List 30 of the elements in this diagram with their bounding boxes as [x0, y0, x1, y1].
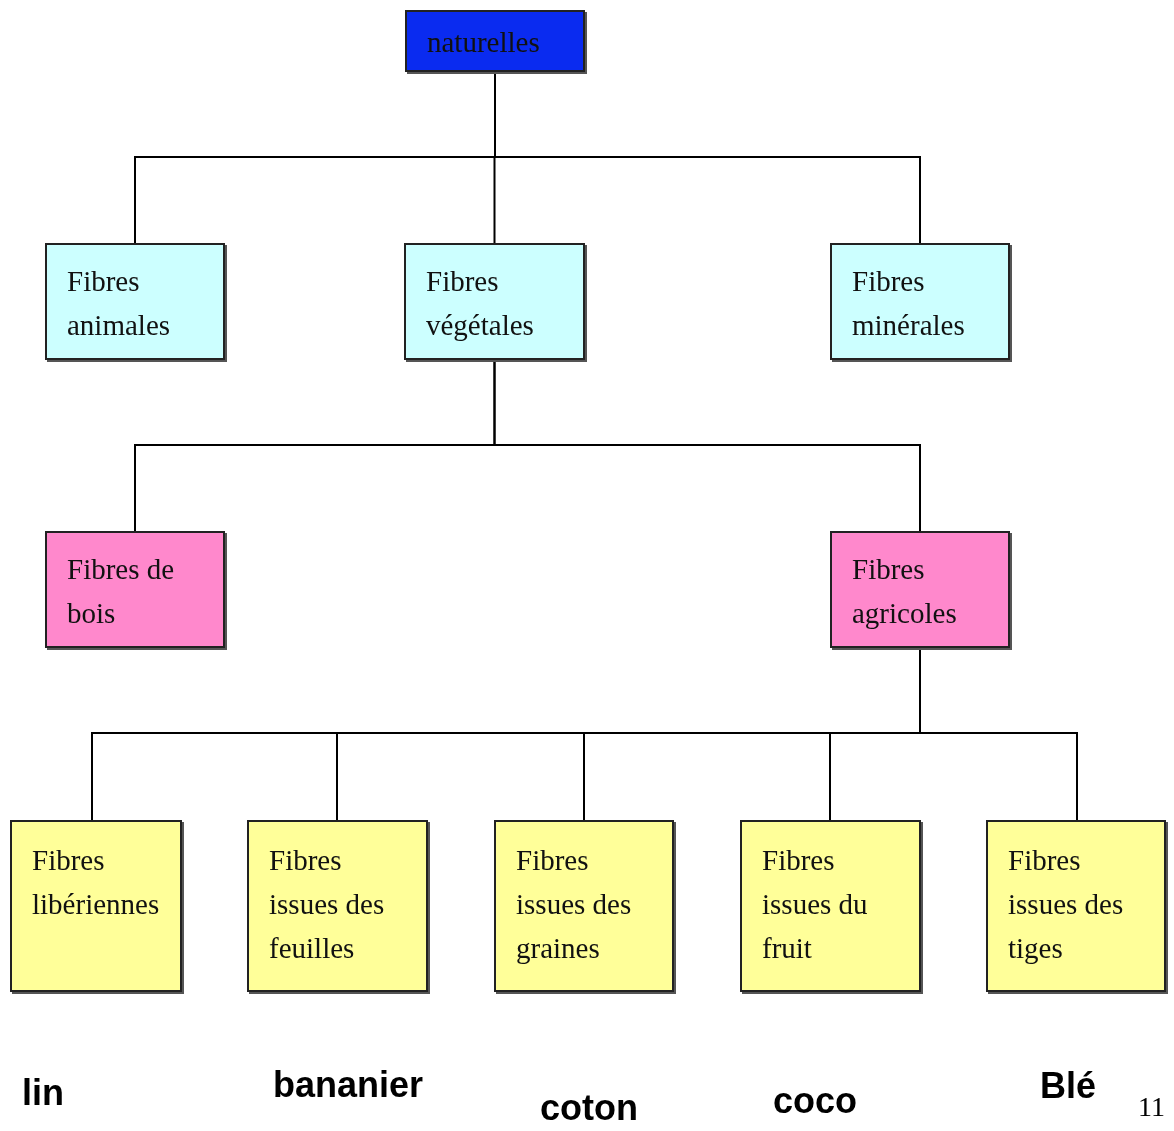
example-label: coton: [540, 1090, 638, 1126]
connector-line: [919, 647, 1078, 821]
category-box: [830, 243, 1010, 360]
example-label: Blé: [1040, 1068, 1097, 1104]
box-label: Fibres libériennes: [32, 843, 161, 922]
category-box: [830, 531, 1010, 648]
category-box: [740, 820, 921, 992]
example-label: lin: [22, 1075, 64, 1111]
category-box: [10, 820, 182, 992]
box-label: Fibres issues du fruit: [762, 843, 869, 966]
category-box: [45, 531, 225, 648]
box-label: Fibres végétales: [426, 264, 535, 343]
box-label: Fibres de bois: [67, 552, 176, 631]
category-box: [404, 243, 585, 360]
box-label: naturelles: [427, 25, 541, 60]
category-box: [405, 10, 585, 72]
box-label: Fibres issues des graines: [516, 843, 633, 966]
example-label: coco: [773, 1083, 858, 1119]
box-label: Fibres issues des tiges: [1008, 843, 1125, 966]
category-box: [45, 243, 225, 360]
box-label: Fibres minérales: [852, 264, 966, 343]
example-label: bananier: [273, 1067, 424, 1103]
page-number: 11: [1138, 1093, 1165, 1121]
connector-line: [493, 359, 921, 532]
box-label: Fibres agricoles: [852, 552, 958, 631]
box-label: Fibres animales: [67, 264, 172, 343]
category-box: [986, 820, 1166, 992]
category-box: [494, 820, 674, 992]
box-label: Fibres issues des feuilles: [269, 843, 386, 966]
category-box: [247, 820, 428, 992]
